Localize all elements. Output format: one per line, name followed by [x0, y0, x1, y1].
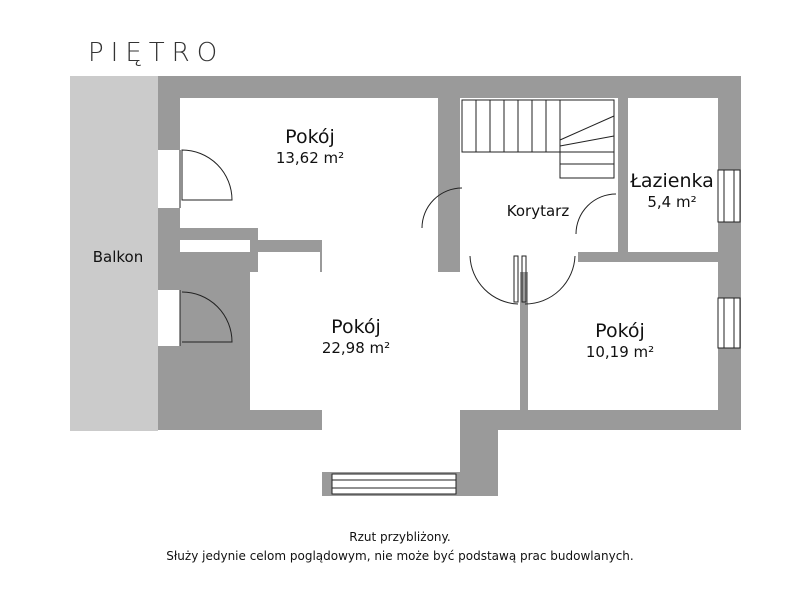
corridor-label: Korytarz: [506, 202, 570, 220]
bathroom-name: Łazienka: [630, 170, 714, 192]
disclaimer-line-2: Służy jedynie celom poglądowym, nie może…: [166, 549, 634, 563]
balcony-label: Balkon: [92, 248, 144, 266]
disclaimer: Rzut przybliżony. Służy jedynie celom po…: [0, 528, 800, 566]
room-2-label: Pokój 22,98 m²: [296, 316, 416, 358]
bathroom-label: Łazienka 5,4 m²: [620, 170, 724, 212]
stairs: [461, 99, 615, 179]
windows: [331, 169, 741, 495]
room-3-label: Pokój 10,19 m²: [560, 320, 680, 362]
room-1-area: 13,62 m²: [275, 149, 345, 167]
room-3-name: Pokój: [595, 320, 645, 342]
room-3-area: 10,19 m²: [585, 343, 655, 361]
room-2-name: Pokój: [331, 316, 381, 338]
room-2-area: 22,98 m²: [321, 339, 391, 357]
room-1-label: Pokój 13,62 m²: [250, 126, 370, 168]
disclaimer-line-1: Rzut przybliżony.: [349, 530, 451, 544]
walls: [158, 76, 741, 496]
page-title: PIĘTRO: [88, 38, 225, 68]
bathroom-area: 5,4 m²: [647, 193, 697, 211]
room-1-name: Pokój: [285, 126, 335, 148]
balcony-area: [70, 76, 158, 431]
doors: [158, 149, 617, 346]
